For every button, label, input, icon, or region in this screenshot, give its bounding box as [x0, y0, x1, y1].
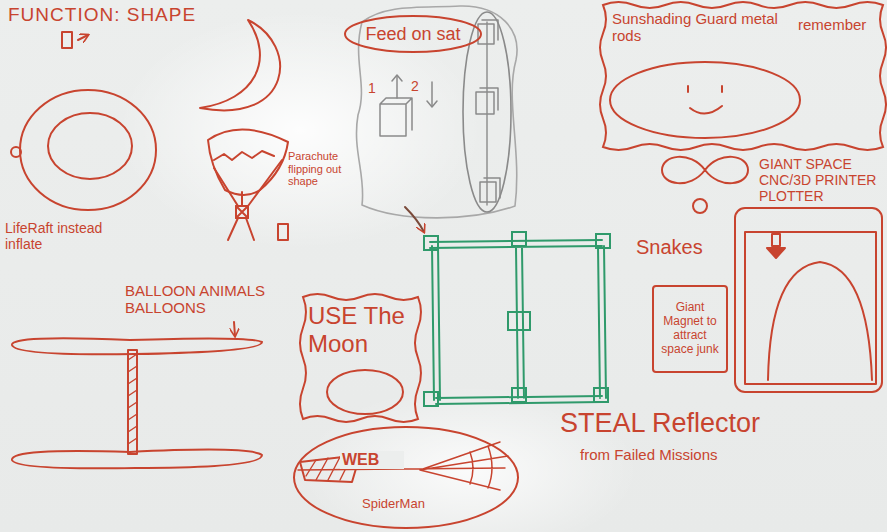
idea-note: Snakes [636, 236, 703, 259]
orbit-loop [463, 12, 511, 212]
arrow-head [427, 101, 437, 107]
outline-stroke [300, 294, 421, 422]
node-text: USE The Moon [308, 302, 413, 357]
up-arrow [396, 76, 398, 98]
node-outline [292, 425, 520, 530]
outline-stroke [345, 16, 481, 52]
small-box [278, 224, 288, 240]
idea-note: GIANT SPACE CNC/3D PRINTER PLOTTER [759, 156, 882, 204]
node-text: Giant Magnet to attract space junk [658, 301, 722, 356]
small-circle [693, 199, 707, 213]
printer-frame [735, 208, 882, 392]
parachute-fold [214, 151, 274, 160]
web-lines [298, 442, 508, 490]
gantry-frame [424, 232, 610, 406]
arrow-head [392, 75, 402, 81]
life-raft-inner [48, 113, 132, 179]
node-text: remember [798, 16, 878, 33]
pointer-arrow [405, 207, 424, 232]
down-arrow [431, 82, 433, 106]
raft-valve [11, 147, 21, 157]
infinity-loop [662, 157, 748, 183]
printer-bed [745, 232, 876, 384]
outline-stroke [600, 2, 886, 150]
sat-cubes [476, 20, 500, 202]
node-text: Feed on sat [365, 24, 460, 45]
outline-stroke [653, 286, 727, 372]
crescent-shape [200, 20, 280, 110]
life-raft-ring [20, 90, 156, 210]
small-box [62, 32, 72, 48]
idea-note: BALLOON ANIMALS BALLOONS [125, 282, 330, 317]
printed-arch [768, 262, 872, 380]
callout-number: 2 [411, 78, 419, 94]
parachute-lines [214, 160, 282, 206]
idea-region: Sunshading Guard metal rods remember [598, 0, 887, 152]
smiley-features [688, 86, 722, 114]
printer-nozzle [767, 248, 785, 258]
idea-cloud [356, 6, 516, 218]
red-sketches [11, 6, 882, 490]
idea-bubble: Feed on sat [343, 14, 483, 54]
outline-stroke [294, 427, 518, 528]
idea-bubble: USE The Moon [298, 292, 423, 424]
idea-bubble: WEB SpiderMan [292, 425, 520, 530]
frame-blocks [424, 232, 610, 406]
moon-sketch [327, 370, 403, 414]
parachute-canopy [208, 129, 288, 195]
small-arrow [78, 35, 88, 40]
frame-rails [430, 240, 606, 404]
smiley-face [610, 62, 800, 138]
parachute-legs [228, 206, 254, 240]
joint-hatch [128, 354, 137, 444]
sat-cube [380, 98, 412, 136]
idea-heading: STEAL Reflector [560, 408, 760, 439]
idea-note: from Failed Missions [580, 446, 718, 463]
node-text: Sunshading Guard metal rods [612, 10, 792, 45]
callout-number: 1 [368, 80, 376, 96]
node-text: SpiderMan [362, 497, 462, 512]
node-text: WEB [340, 451, 404, 469]
idea-note: LifeRaft instead inflate [5, 220, 130, 252]
printer-head [772, 234, 780, 246]
idea-box: Giant Magnet to attract space junk [652, 285, 728, 373]
board-title: FUNCTION: SHAPE [8, 4, 196, 26]
balloon-joint [128, 350, 137, 454]
pointer-arrow [234, 322, 235, 336]
idea-note: Parachute flipping out shape [288, 150, 348, 188]
